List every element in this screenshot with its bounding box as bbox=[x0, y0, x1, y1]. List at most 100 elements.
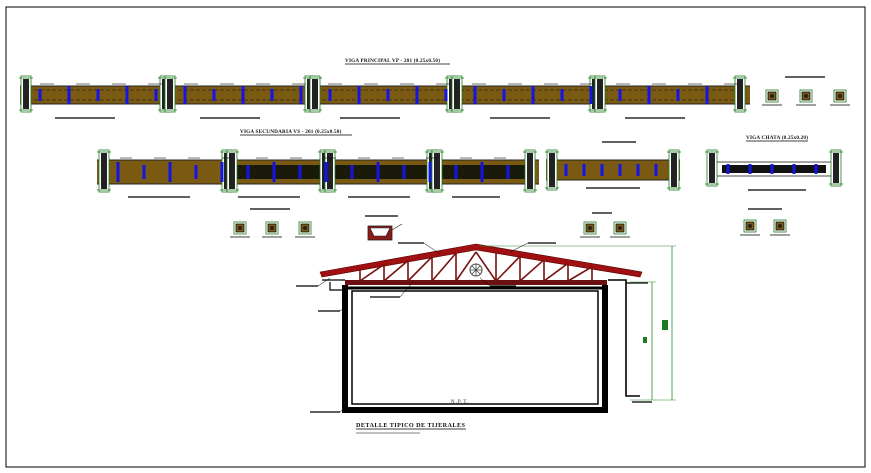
truss-diagonal bbox=[475, 251, 497, 282]
column-core bbox=[312, 79, 318, 109]
dimension-text-block-small bbox=[643, 337, 647, 343]
flat-beam-details bbox=[705, 149, 843, 191]
rebar-mark bbox=[96, 89, 100, 101]
rebar-mark bbox=[814, 164, 818, 174]
rebar-mark bbox=[116, 162, 120, 182]
secondary-beam-dark-band bbox=[237, 165, 533, 179]
rebar-mark bbox=[444, 89, 448, 101]
main-beam-body bbox=[20, 86, 750, 104]
sheet-border bbox=[5, 6, 866, 468]
rebar-mark bbox=[726, 164, 730, 174]
column-core bbox=[229, 153, 235, 189]
rebar-mark bbox=[473, 86, 477, 104]
truss-diagonal bbox=[543, 262, 569, 282]
rebar-mark bbox=[654, 164, 658, 176]
rebar-mark bbox=[618, 164, 622, 176]
dimension-text-block-large bbox=[662, 320, 668, 330]
main-beam-columns bbox=[19, 75, 747, 113]
rebar-mark bbox=[560, 89, 564, 101]
rebar-mark bbox=[480, 162, 484, 182]
truss-detail: N.P.T. DETALLE T bbox=[296, 242, 676, 434]
rebar-mark bbox=[270, 89, 274, 101]
main-beam-title: VIGA PRINCIPAL VP - 201 (0.25x0.50) bbox=[345, 57, 440, 64]
section-rebar bbox=[238, 226, 242, 230]
rebar-mark bbox=[220, 162, 224, 182]
rebar-mark bbox=[618, 89, 622, 101]
connection-detail-leader bbox=[391, 223, 403, 231]
rebar-mark bbox=[531, 86, 535, 104]
rebar-mark bbox=[38, 89, 42, 101]
section-rebar bbox=[804, 94, 808, 98]
rebar-mark bbox=[506, 165, 510, 179]
section-rebar bbox=[778, 224, 782, 228]
main-beam-section-group bbox=[762, 89, 850, 106]
rebar-mark bbox=[125, 86, 129, 104]
column-core bbox=[549, 153, 555, 187]
rebar-mark bbox=[299, 86, 303, 104]
rebar-mark bbox=[748, 164, 752, 174]
connection-detail-plate bbox=[369, 227, 391, 237]
building-inner-slab bbox=[351, 290, 599, 405]
rebar-mark bbox=[194, 165, 198, 179]
section-rebar bbox=[303, 226, 307, 230]
main-beam-sections bbox=[762, 76, 850, 106]
section-rebar bbox=[838, 94, 842, 98]
rebar-mark bbox=[454, 165, 458, 179]
rebar-mark bbox=[415, 86, 419, 104]
rebar-mark bbox=[272, 162, 276, 182]
flat-beam-core bbox=[722, 165, 826, 173]
rebar-mark bbox=[328, 89, 332, 101]
rebar-mark bbox=[792, 164, 796, 174]
rebar-mark bbox=[376, 162, 380, 182]
rebar-mark bbox=[386, 89, 390, 101]
truss-diagonal bbox=[407, 256, 433, 282]
rebar-mark bbox=[564, 164, 568, 176]
building-walls bbox=[342, 285, 608, 413]
rebar-mark bbox=[168, 162, 172, 182]
main-beam-elevation: VIGA PRINCIPAL VP - 201 (0.25x0.50) bbox=[19, 57, 750, 119]
rebar-mark bbox=[589, 86, 593, 104]
section-rebar bbox=[770, 94, 774, 98]
column-core bbox=[327, 153, 333, 189]
truss-diagonal bbox=[495, 255, 521, 282]
section-rebar bbox=[588, 226, 592, 230]
secondary-beam-elevation: VIGA SECUNDARIA VS - 201 (0.25x0.50) bbox=[97, 128, 539, 198]
right-eave-drain bbox=[608, 279, 640, 397]
rebar-mark bbox=[582, 164, 586, 176]
rebar-mark bbox=[183, 86, 187, 104]
secondary-beam-title: VIGA SECUNDARIA VS - 201 (0.25x0.50) bbox=[240, 128, 342, 135]
rebar-mark bbox=[350, 165, 354, 179]
column-core bbox=[434, 153, 440, 189]
truss-apex-star bbox=[470, 264, 482, 276]
column-core bbox=[527, 153, 533, 189]
flat-beam-title: VIGA CHATA (0.25x0.20) bbox=[746, 134, 808, 141]
column-core bbox=[597, 79, 603, 109]
truss-diagonal bbox=[383, 259, 409, 282]
secondary-beam-rebar-marks bbox=[116, 157, 510, 182]
short-beam-body bbox=[546, 160, 680, 180]
truss-callouts bbox=[296, 242, 652, 413]
rebar-mark bbox=[502, 89, 506, 101]
rebar-mark bbox=[324, 162, 328, 182]
column-core bbox=[671, 153, 677, 187]
short-beam-details bbox=[545, 149, 681, 191]
rebar-mark bbox=[647, 86, 651, 104]
rebar-mark bbox=[241, 86, 245, 104]
truss-diagonal bbox=[455, 251, 477, 282]
flat-beam-elevation: VIGA CHATA (0.25x0.20) bbox=[705, 134, 843, 191]
main-beam-rebar-marks bbox=[38, 83, 738, 104]
left-eave bbox=[322, 279, 345, 291]
section-rebar bbox=[748, 224, 752, 228]
rebar-mark bbox=[212, 89, 216, 101]
column-core bbox=[101, 153, 107, 189]
connection-detail bbox=[365, 215, 403, 241]
column-core bbox=[833, 153, 839, 183]
column-core bbox=[167, 79, 173, 109]
rebar-mark bbox=[676, 89, 680, 101]
rebar-mark bbox=[357, 86, 361, 104]
truss-diagonal bbox=[359, 263, 385, 282]
column-core bbox=[23, 79, 29, 109]
rebar-mark bbox=[154, 89, 158, 101]
truss-bottom-chord bbox=[345, 280, 607, 285]
